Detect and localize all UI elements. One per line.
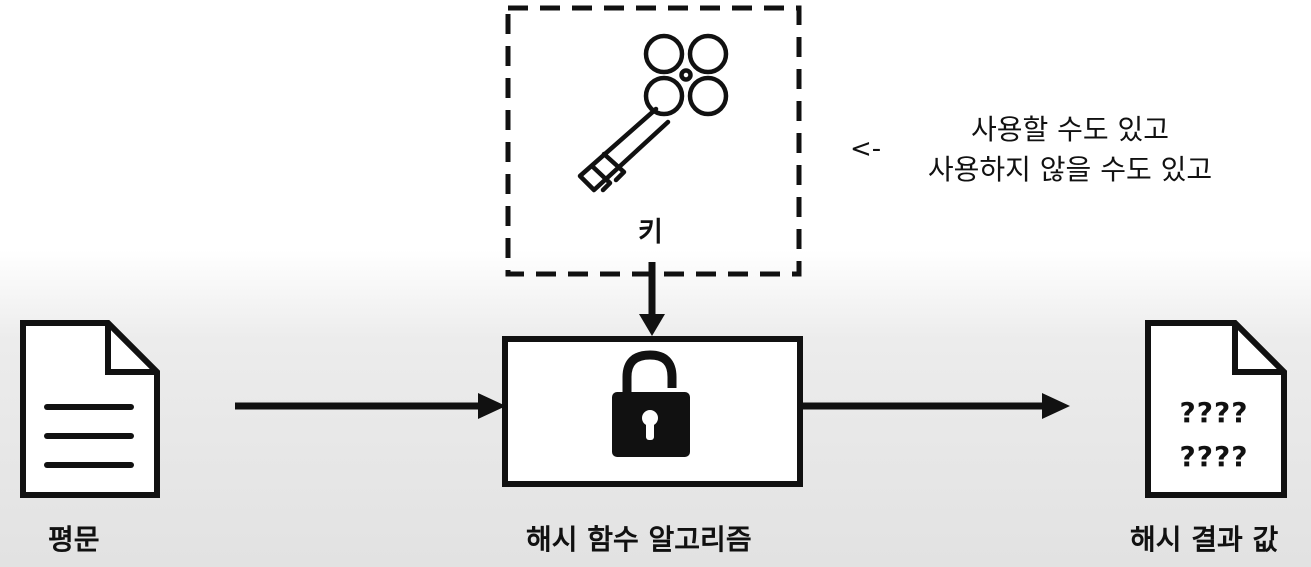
result-text-line-2: ???? — [1179, 440, 1249, 473]
result-document-icon — [1145, 320, 1287, 498]
plaintext-to-algorithm-arrow — [235, 393, 506, 419]
hash-algorithm-label: 해시 함수 알고리즘 — [526, 523, 752, 556]
note-line-2: 사용하지 않을 수도 있고 — [927, 153, 1213, 186]
note-line-1: 사용할 수도 있고 — [970, 113, 1170, 146]
key-to-algorithm-arrow — [639, 262, 665, 336]
result-text-line-1: ???? — [1179, 396, 1249, 429]
key-icon — [577, 33, 729, 193]
algorithm-to-result-arrow — [803, 393, 1070, 419]
key-label: 키 — [638, 217, 663, 248]
note-arrow: <- — [850, 134, 882, 164]
plaintext-label: 평문 — [48, 523, 100, 556]
plaintext-document-icon — [20, 320, 160, 498]
key-dashed-box — [505, 5, 802, 277]
hash-result-label: 해시 결과 값 — [1130, 523, 1279, 556]
padlock-icon — [612, 350, 690, 457]
